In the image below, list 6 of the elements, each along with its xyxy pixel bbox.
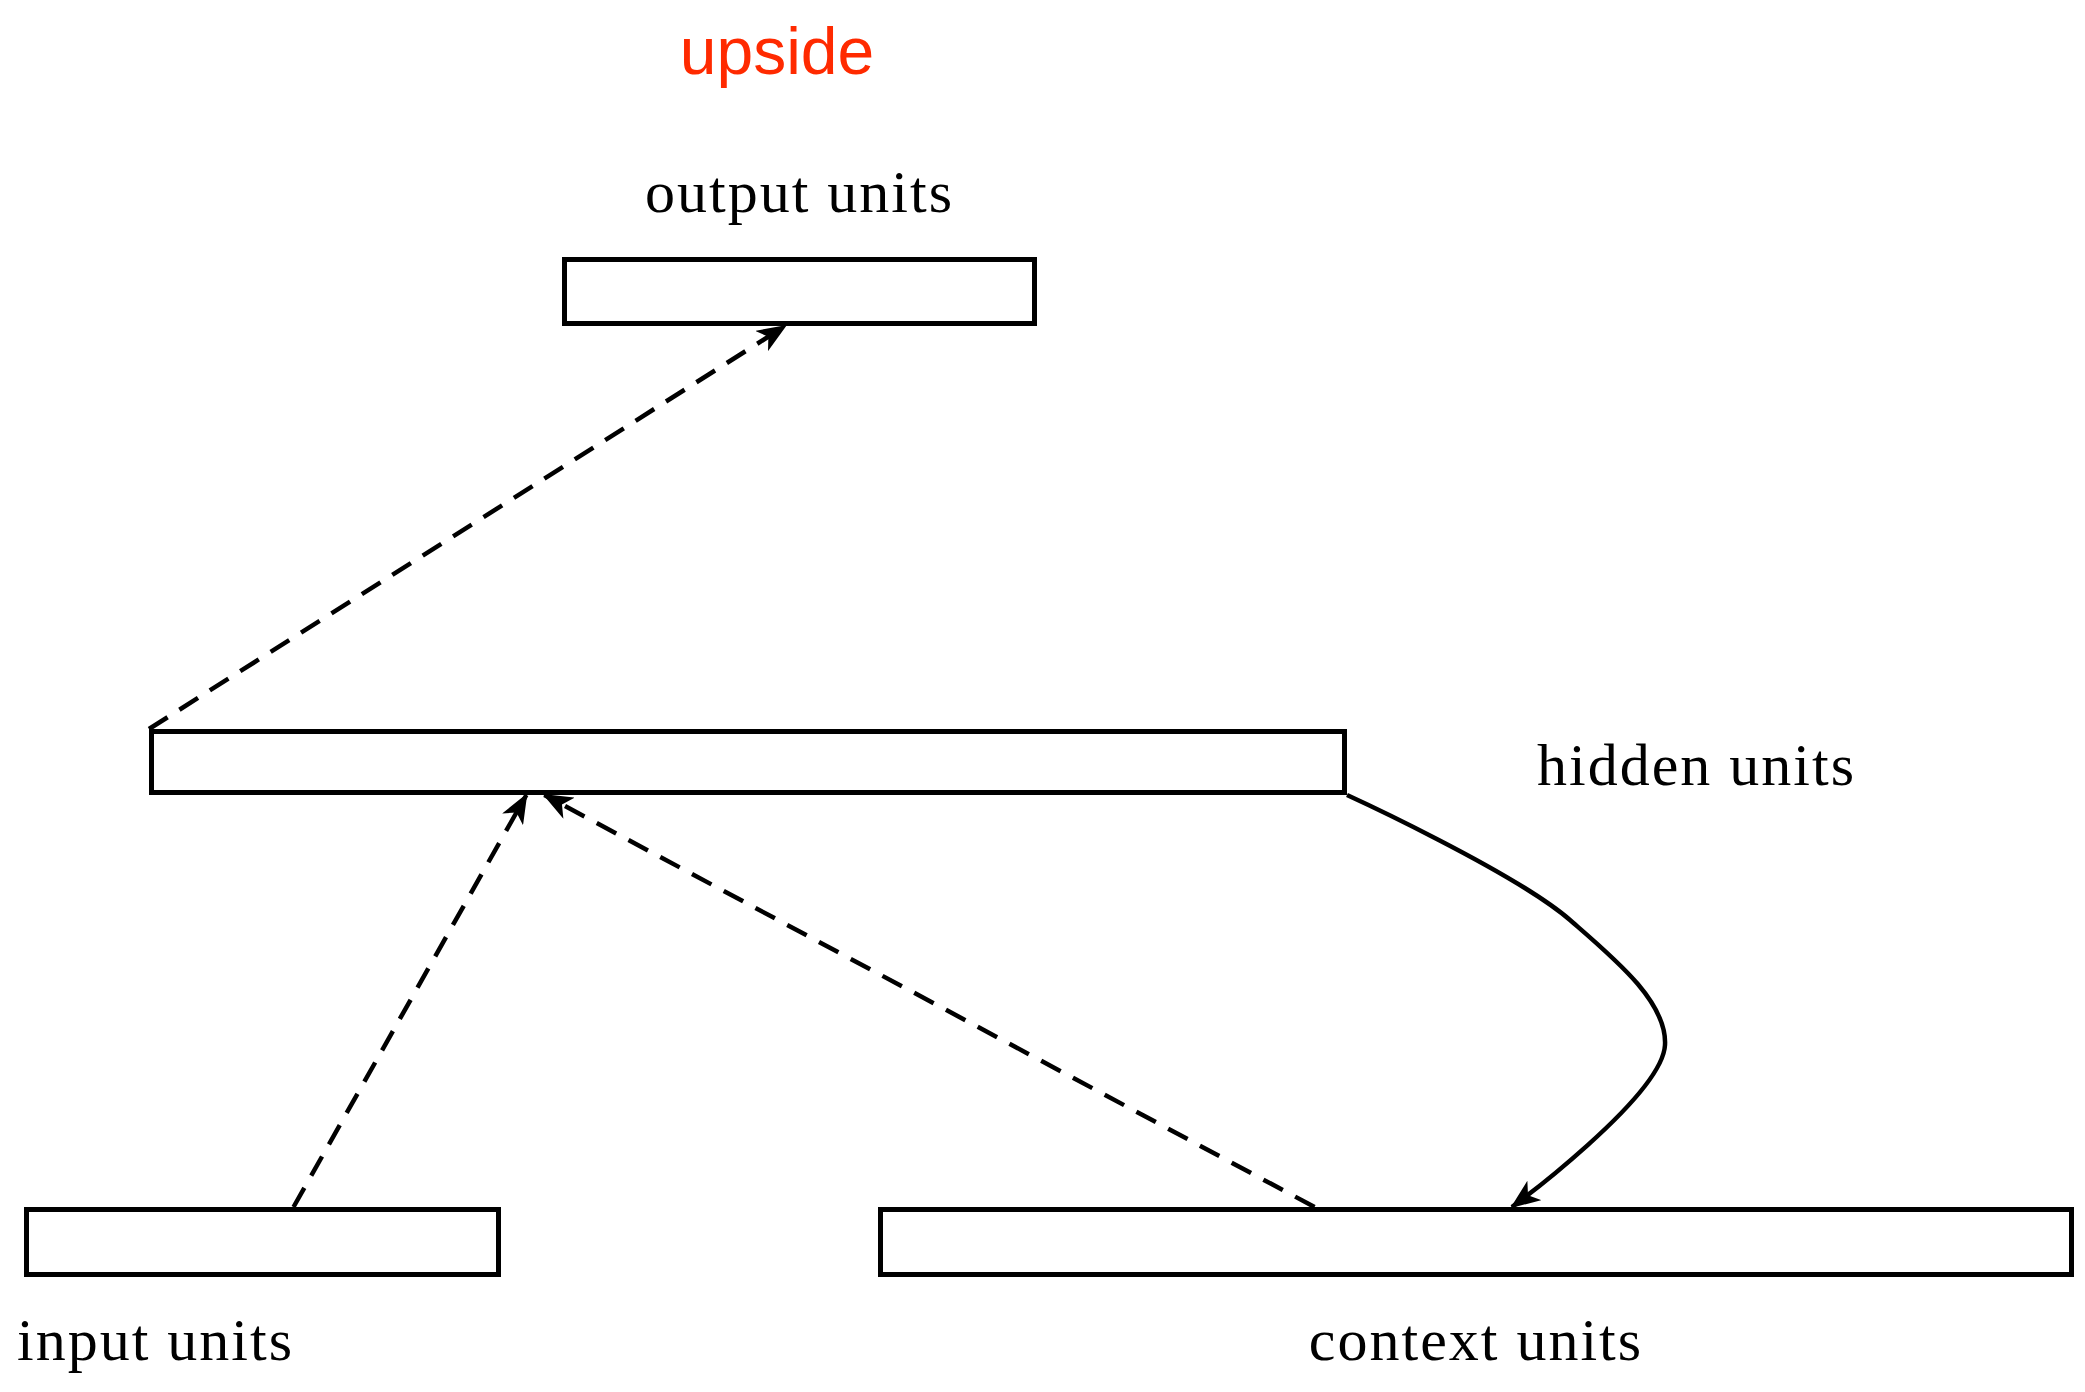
layer-label: hidden units xyxy=(1537,735,1856,795)
dashed-arrow xyxy=(147,324,787,731)
arrow xyxy=(1346,792,1668,1209)
layer-label: context units xyxy=(1308,1310,1644,1370)
dashed-arrow xyxy=(291,793,529,1209)
dashed-arrow xyxy=(542,793,1316,1209)
